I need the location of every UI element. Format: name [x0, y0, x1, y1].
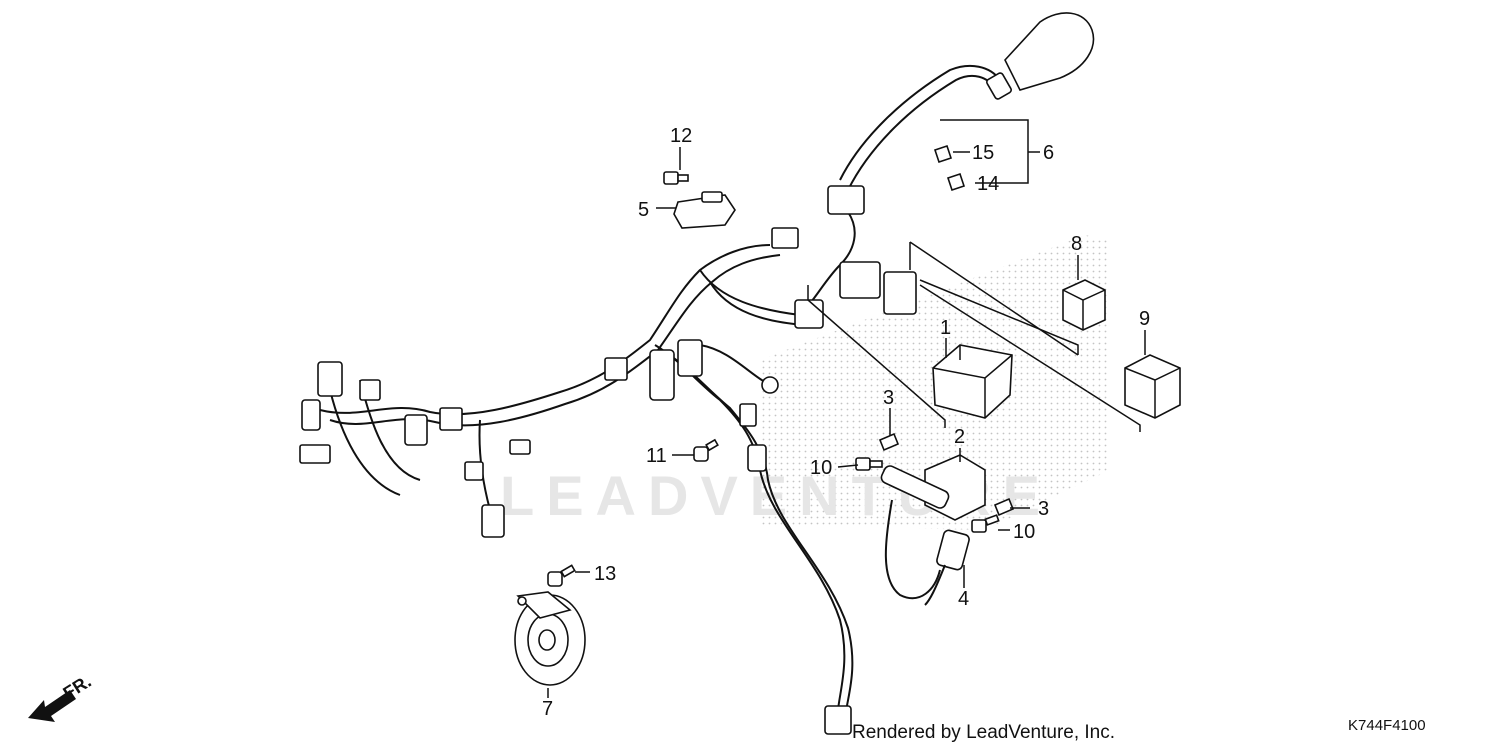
callout-6: 6: [1043, 142, 1054, 164]
part-2-ignition-coil[interactable]: [879, 454, 986, 600]
part-12-bolt[interactable]: [663, 171, 689, 185]
front-direction-indicator: FR.: [28, 671, 95, 722]
callout-11: 11: [646, 445, 667, 467]
callout-labels: 12 5 15 6 14 8 9 1 3 2 10 3 10 4 11 13 7: [542, 125, 1150, 720]
part-4-plug-cap[interactable]: [924, 529, 970, 606]
part-7-horn[interactable]: [514, 591, 586, 686]
callout-9: 9: [1139, 308, 1150, 330]
callout-13: 13: [594, 563, 616, 585]
main-wire-harness[interactable]: [299, 64, 1001, 735]
callout-5: 5: [638, 199, 649, 221]
part-11-bolt[interactable]: [693, 438, 719, 462]
front-arrow-icon: [28, 690, 76, 722]
callout-10b: 10: [1013, 521, 1035, 543]
callout-12: 12: [670, 125, 692, 147]
callout-10a: 10: [810, 457, 832, 479]
callout-3b: 3: [1038, 498, 1049, 520]
part-10-bolt-a[interactable]: [855, 457, 883, 471]
part-13-bolt[interactable]: [547, 564, 576, 587]
part-3-clip-b[interactable]: [993, 497, 1015, 517]
part-5-bracket[interactable]: [673, 191, 736, 229]
callout-1: 1: [940, 317, 951, 339]
part-9-relay[interactable]: [1124, 354, 1181, 419]
footer-credit: Rendered by LeadVenture, Inc.: [852, 722, 1115, 743]
callout-4: 4: [958, 588, 969, 610]
part-1-control-unit[interactable]: [932, 344, 1013, 419]
part-14-clip[interactable]: [946, 172, 966, 192]
callout-8: 8: [1071, 233, 1082, 255]
part-8-relay[interactable]: [1062, 279, 1106, 331]
part-15-clip[interactable]: [933, 144, 953, 164]
diagram-code: K744F4100: [1348, 717, 1426, 734]
callout-3a: 3: [883, 387, 894, 409]
leader-lines: [547, 119, 1146, 698]
callout-14: 14: [977, 173, 999, 195]
callout-7: 7: [542, 698, 553, 720]
spark-plug-cap[interactable]: [986, 12, 1095, 100]
callout-2: 2: [954, 426, 965, 448]
part-10-bolt-b[interactable]: [971, 514, 1000, 533]
callout-15: 15: [972, 142, 994, 164]
